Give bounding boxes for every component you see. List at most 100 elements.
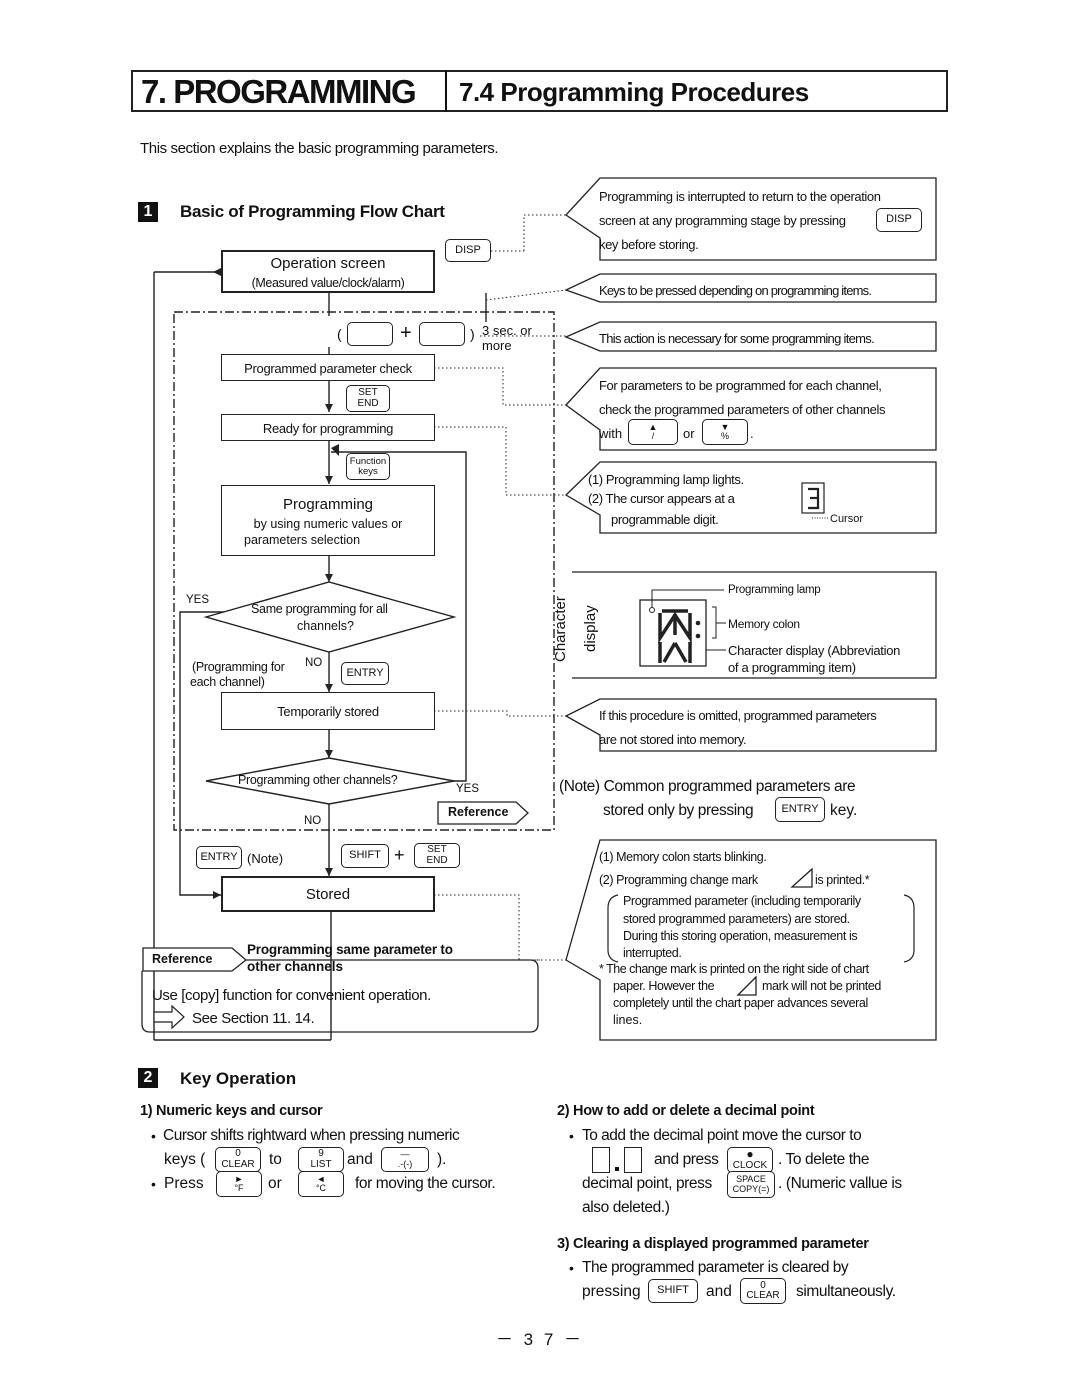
memory-note-5: During this storing operation, measureme…	[623, 929, 858, 943]
stored-label: Stored	[305, 886, 351, 903]
memory-note-9: completely until the chart paper advance…	[613, 996, 868, 1010]
key-clock[interactable]: ●CLOCK	[727, 1147, 773, 1173]
down-triangle-icon: ▼	[720, 421, 730, 432]
keys-word: keys (	[164, 1151, 206, 1168]
entry-key-common[interactable]: ENTRY	[775, 797, 825, 822]
stored-box: Stored	[221, 876, 435, 912]
prog-each-line2: each channel)	[190, 675, 265, 689]
common-note-key: key.	[830, 802, 858, 819]
three-sec-label: 3 sec. or	[482, 323, 532, 338]
programming-box: Programming by using numeric values or p…	[221, 485, 435, 556]
operation-screen-box: Operation screen (Measured value/clock/a…	[221, 250, 435, 293]
memory-note-2: (2) Programming change mark	[599, 873, 758, 887]
temp-stored-label: Temporarily stored	[277, 704, 379, 719]
note1-line2: screen at any programming stage by press…	[599, 213, 846, 228]
common-note-line1: (Note) Common programmed parameters are	[559, 778, 856, 795]
note4-period: .	[750, 426, 754, 441]
clear-line-4: simultaneously.	[796, 1283, 896, 1300]
close-paren: ).	[437, 1151, 447, 1168]
note6-line2: are not stored into memory.	[599, 732, 747, 747]
temp-stored-box: Temporarily stored	[221, 692, 435, 730]
digit-box-1	[592, 1147, 610, 1173]
blank-key-2[interactable]	[419, 322, 465, 346]
clear-line-2: pressing	[582, 1283, 641, 1300]
blank-key-1[interactable]	[347, 322, 393, 346]
memory-note-10: lines.	[613, 1013, 643, 1027]
keyop-heading-1: 1) Numeric keys and cursor	[140, 1103, 323, 1119]
moving-cursor-text: for moving the cursor.	[355, 1175, 496, 1192]
same-question-line2: channels?	[297, 619, 354, 633]
same-question-line1: Same programming for all	[251, 602, 388, 616]
decimal-line-5: . (Numeric vallue is	[778, 1175, 902, 1192]
keyop-heading-2: 2) How to add or delete a decimal point	[557, 1103, 815, 1119]
bullet-2: •	[151, 1176, 156, 1192]
up-triangle-icon: ▲	[648, 421, 658, 432]
reference-tag[interactable]: Reference	[152, 952, 213, 966]
more-label: more	[482, 338, 512, 353]
note1-line1: Programming is interrupted to return to …	[599, 189, 881, 204]
to-word: to	[269, 1151, 282, 1168]
no-label-1: NO	[305, 657, 323, 669]
common-note-line2: stored only by pressing	[603, 802, 754, 819]
note5-line1: (1) Programming lamp lights.	[588, 472, 744, 487]
section-1-title: Basic of Programming Flow Chart	[180, 202, 445, 221]
down-arrow-key[interactable]: ▼%	[702, 419, 748, 445]
disp-key-note[interactable]: DISP	[876, 208, 922, 232]
memory-note-6: interrupted.	[623, 946, 682, 960]
reference-title-1: Programming same parameter to	[247, 942, 453, 957]
entry-key-note[interactable]: ENTRY	[196, 846, 242, 869]
prog-each-line1: (Programming for	[192, 660, 285, 674]
entry-key-flow[interactable]: ENTRY	[341, 662, 389, 685]
up-arrow-key[interactable]: ▲/	[628, 419, 678, 445]
shift-key-flow[interactable]: SHIFT	[341, 844, 389, 868]
bullet-3: •	[569, 1128, 574, 1144]
param-check-label: Programmed parameter check	[244, 361, 412, 376]
section-number-2: 2	[138, 1068, 158, 1088]
section-number-1: 1	[138, 202, 158, 222]
keyop-line-1: Cursor shifts rightward when pressing nu…	[163, 1127, 460, 1144]
ready-box: Ready for programming	[221, 414, 435, 441]
abbreviation-line1: Character display (Abbreviation	[728, 643, 901, 658]
decimal-line-4: decimal point, press	[582, 1175, 712, 1192]
key-left-c[interactable]: ◄°C	[298, 1171, 344, 1197]
decimal-line-2: and press	[654, 1151, 719, 1168]
digit-box-2	[624, 1147, 642, 1173]
memory-note-4: stored programmed parameters) are stored…	[623, 912, 850, 926]
key-right-f[interactable]: ►°F	[216, 1171, 262, 1197]
note5-line3: programmable digit.	[611, 512, 719, 527]
header-divider	[445, 70, 447, 112]
bullet-4: •	[569, 1260, 574, 1276]
key-shift[interactable]: SHIFT	[648, 1279, 698, 1303]
reference-tag-flow[interactable]: Reference	[448, 805, 509, 819]
yes-label-1: YES	[186, 594, 210, 606]
reference-title-2: other channels	[247, 959, 344, 974]
page-header: 7. PROGRAMMING 7.4 Programming Procedure…	[131, 70, 948, 112]
other-channels-question: Programming other channels?	[238, 773, 398, 787]
note4-with: with	[599, 426, 623, 441]
key-minus[interactable]: —.-(-)	[381, 1147, 429, 1172]
section-2-title: Key Operation	[180, 1069, 297, 1088]
chapter-title: 7. PROGRAMMING	[141, 73, 417, 110]
memory-note-1: (1) Memory colon starts blinking.	[599, 850, 767, 864]
percent-glyph: %	[720, 431, 729, 441]
memory-colon-label: Memory colon	[728, 617, 800, 631]
paren-left: (	[337, 326, 342, 342]
paren-right: )	[470, 326, 475, 342]
note3: This action is necessary for some progra…	[599, 331, 875, 346]
press-word: Press	[164, 1175, 204, 1192]
note5-line2: (2) The cursor appears at a	[588, 491, 735, 506]
section-title: 7.4 Programming Procedures	[459, 77, 809, 107]
plus-sign-2: +	[394, 845, 405, 865]
disp-key-flow[interactable]: DISP	[445, 239, 491, 262]
decimal-line-6: also deleted.)	[582, 1199, 670, 1216]
reference-line-1: Use [copy] function for convenient opera…	[152, 987, 431, 1004]
slash-glyph: /	[651, 431, 655, 441]
